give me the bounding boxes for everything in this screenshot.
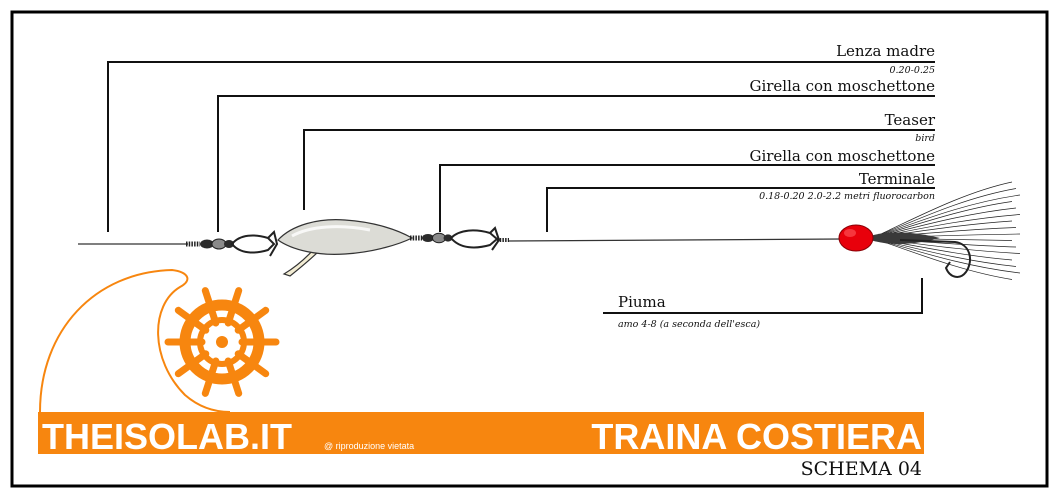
label-terminale: Terminale [859,170,935,188]
leader-terminale [546,187,935,232]
spec-lenza-madre: 0.20-0.25 [889,65,935,76]
label-lenza-madre: Lenza madre [836,42,935,60]
spec-terminale: 0.18-0.20 2.0-2.2 metri fluorocarbon [759,191,935,202]
leader-girella-2 [439,164,935,232]
snap-icon [230,230,279,257]
terminal-line [507,238,843,242]
brand-banner [38,412,924,454]
hook-icon [899,239,971,278]
outer-frame [10,10,1049,488]
snap-icon [449,226,509,251]
diagram-title: TRAINA COSTIERA [591,416,922,457]
spec-teaser: bird [915,133,935,144]
leader-girella-1 [217,95,935,232]
leader-lenza-madre [107,61,935,232]
label-girella-2: Girella con moschettone [749,147,935,165]
label-girella-1: Girella con moschettone [749,77,935,95]
ship-wheel-icon [164,287,280,397]
label-teaser: Teaser [885,111,936,129]
wave-logo-icon [39,268,231,413]
teaser-bird [277,219,414,277]
spec-piuma: amo 4-8 (a seconda dell'esca) [618,319,760,330]
copyright-notice: @ riproduzione vietata [324,441,414,451]
leader-teaser [303,129,935,210]
site-name: THEISOLAB.IT [42,416,292,457]
swivel-icon [186,238,234,250]
label-piuma: Piuma [618,293,666,311]
swivel-icon [410,232,453,244]
feather-lure-icon [838,181,1021,280]
leader-piuma [603,278,923,314]
schema-number: SCHEMA 04 [801,458,922,480]
